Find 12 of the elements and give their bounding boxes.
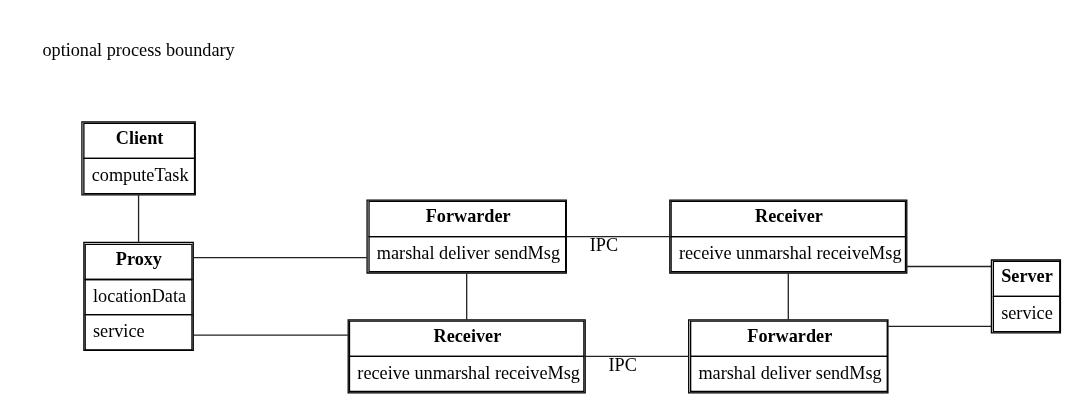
- label: optional process boundary: [42, 39, 235, 60]
- connector: [466, 272, 468, 320]
- connector: [192, 256, 368, 258]
- connector: [137, 193, 140, 243]
- connector: [192, 334, 349, 336]
- connector: [566, 235, 671, 237]
- connector: [584, 355, 690, 357]
- edge-label: IPC: [608, 354, 637, 375]
- edge-label: IPC: [589, 234, 619, 255]
- connector: [887, 325, 993, 327]
- connector: [787, 272, 789, 320]
- connector: [906, 265, 993, 267]
